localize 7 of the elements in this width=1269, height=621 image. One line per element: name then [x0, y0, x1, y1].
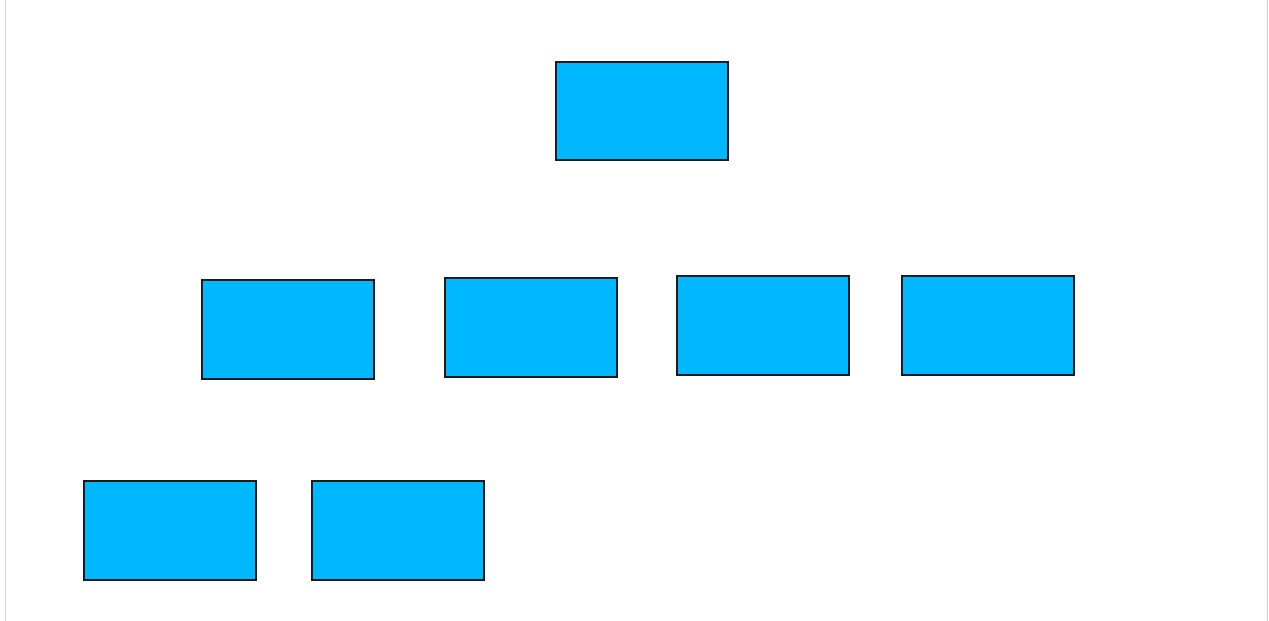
blank-box: [444, 277, 618, 378]
blank-box: [201, 279, 375, 380]
blank-box: [83, 480, 257, 581]
blank-box: [901, 275, 1075, 376]
blank-box: [555, 61, 729, 161]
blank-box: [676, 275, 850, 376]
blank-box: [311, 480, 485, 581]
